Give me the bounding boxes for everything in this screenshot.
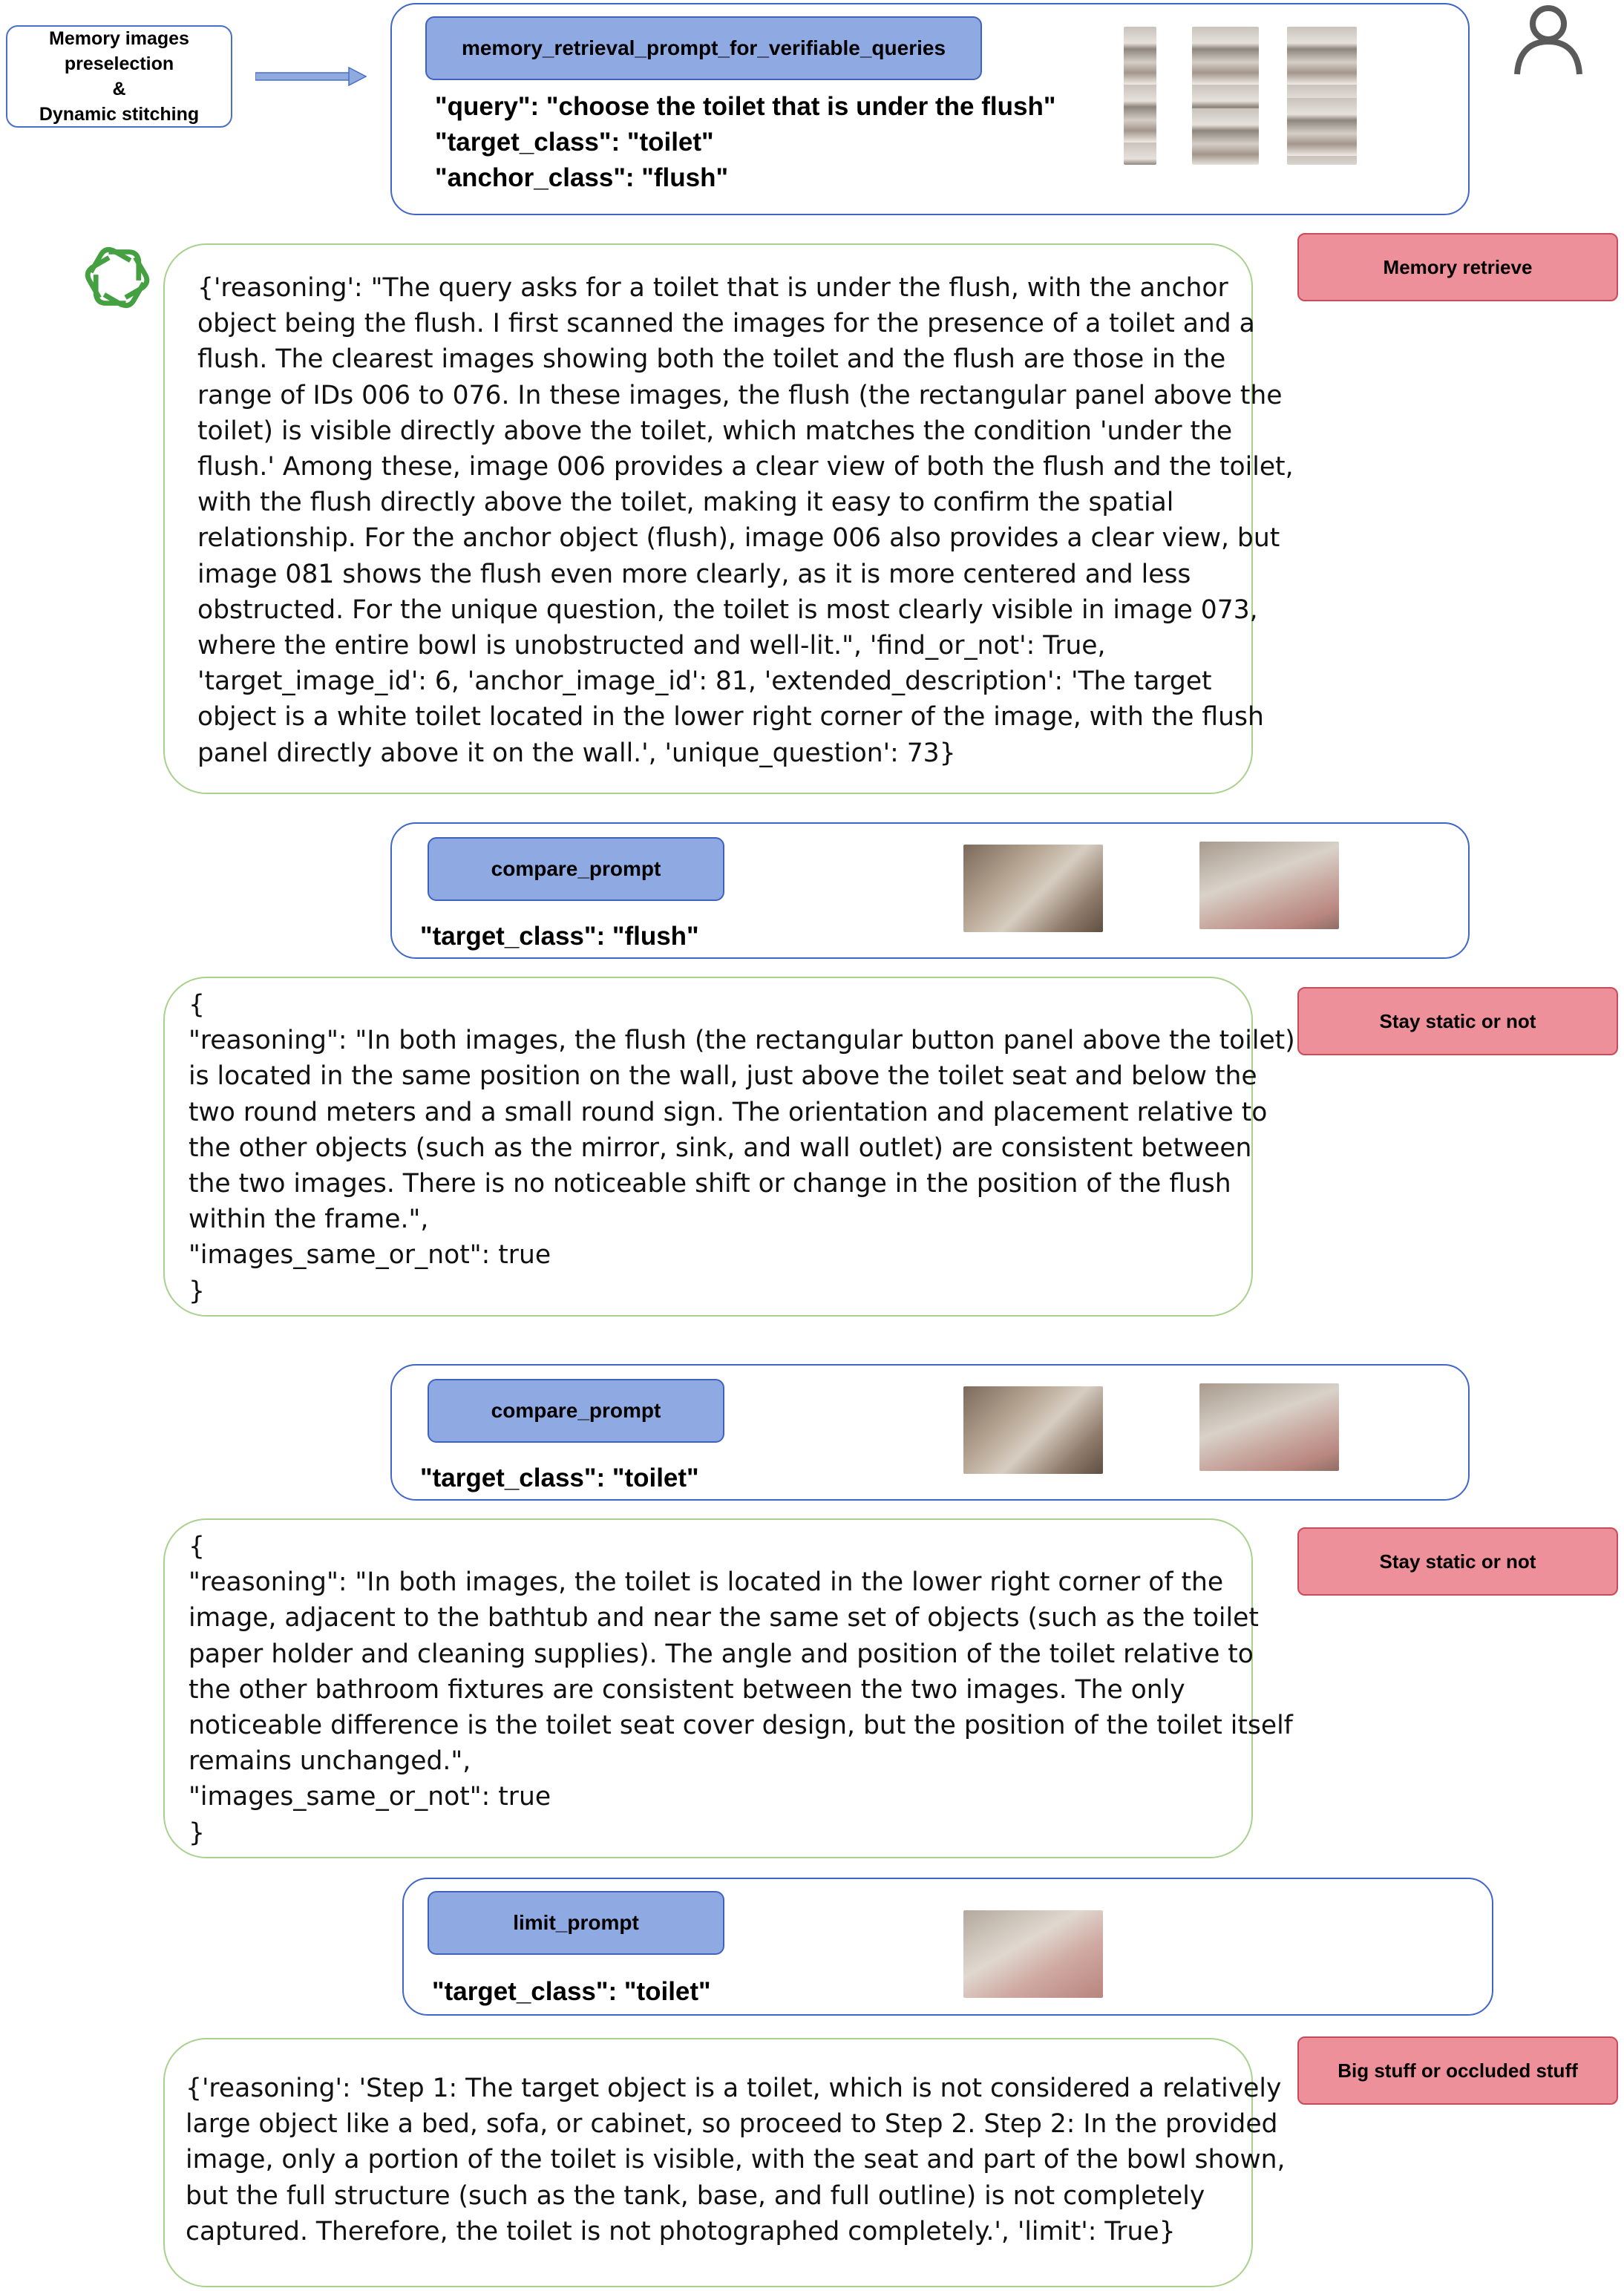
compare-toilet-reply-text: { "reasoning": "In both images, the toil… (189, 1532, 1293, 1848)
memory-strip-image (1124, 27, 1156, 165)
compare-image (963, 1386, 1103, 1474)
limit-reply-box (163, 2038, 1253, 2287)
memory-prompt-label: memory_retrieval_prompt_for_verifiable_q… (461, 36, 946, 59)
compare-image (1199, 1383, 1339, 1471)
step-memory-retrieve: Memory retrieve (1297, 233, 1618, 301)
compare-flush-label: compare_prompt (491, 857, 661, 880)
compare-toilet-label: compare_prompt (491, 1399, 661, 1422)
step-label: Stay static or not (1379, 1550, 1536, 1573)
compare-toilet-line: "target_class": "toilet" (420, 1464, 699, 1492)
preselection-box: Memory images preselection & Dynamic sti… (6, 25, 232, 128)
step-big-or-occluded: Big stuff or occluded stuff (1297, 2036, 1618, 2105)
step-stay-static-flush: Stay static or not (1297, 987, 1618, 1055)
memory-strip-image (1287, 27, 1357, 165)
memory-prompt-lines: "query": "choose the toilet that is unde… (435, 92, 1056, 192)
limit-pill: limit_prompt (428, 1891, 724, 1955)
preselection-label: Memory images preselection & Dynamic sti… (39, 28, 200, 125)
limit-line: "target_class": "toilet" (432, 1977, 711, 2006)
compare-toilet-pill: compare_prompt (428, 1379, 724, 1443)
compare-image (1199, 842, 1339, 929)
chatgpt-logo-icon (85, 247, 150, 308)
step-label: Big stuff or occluded stuff (1337, 2059, 1578, 2082)
memory-reply-box (163, 243, 1253, 794)
compare-flush-line: "target_class": "flush" (420, 922, 699, 951)
step-label: Stay static or not (1379, 1009, 1536, 1032)
compare-flush-pill: compare_prompt (428, 837, 724, 901)
limit-image (963, 1910, 1103, 1998)
user-icon (1514, 5, 1582, 75)
memory-prompt-pill: memory_retrieval_prompt_for_verifiable_q… (425, 16, 982, 80)
memory-reply-text: {'reasoning': "The query asks for a toil… (197, 273, 1294, 768)
memory-strip-image (1192, 27, 1259, 165)
step-label: Memory retrieve (1383, 255, 1533, 278)
compare-toilet-reply-box (163, 1518, 1253, 1858)
arrow-right-icon (255, 67, 367, 86)
limit-reply-text: {'reasoning': 'Step 1: The target object… (186, 2074, 1286, 2246)
compare-flush-reply-text: { "reasoning": "In both images, the flus… (189, 990, 1295, 1306)
compare-flush-reply-box (163, 977, 1253, 1317)
compare-image (963, 845, 1103, 932)
limit-label: limit_prompt (513, 1911, 639, 1934)
step-stay-static-toilet: Stay static or not (1297, 1527, 1618, 1596)
